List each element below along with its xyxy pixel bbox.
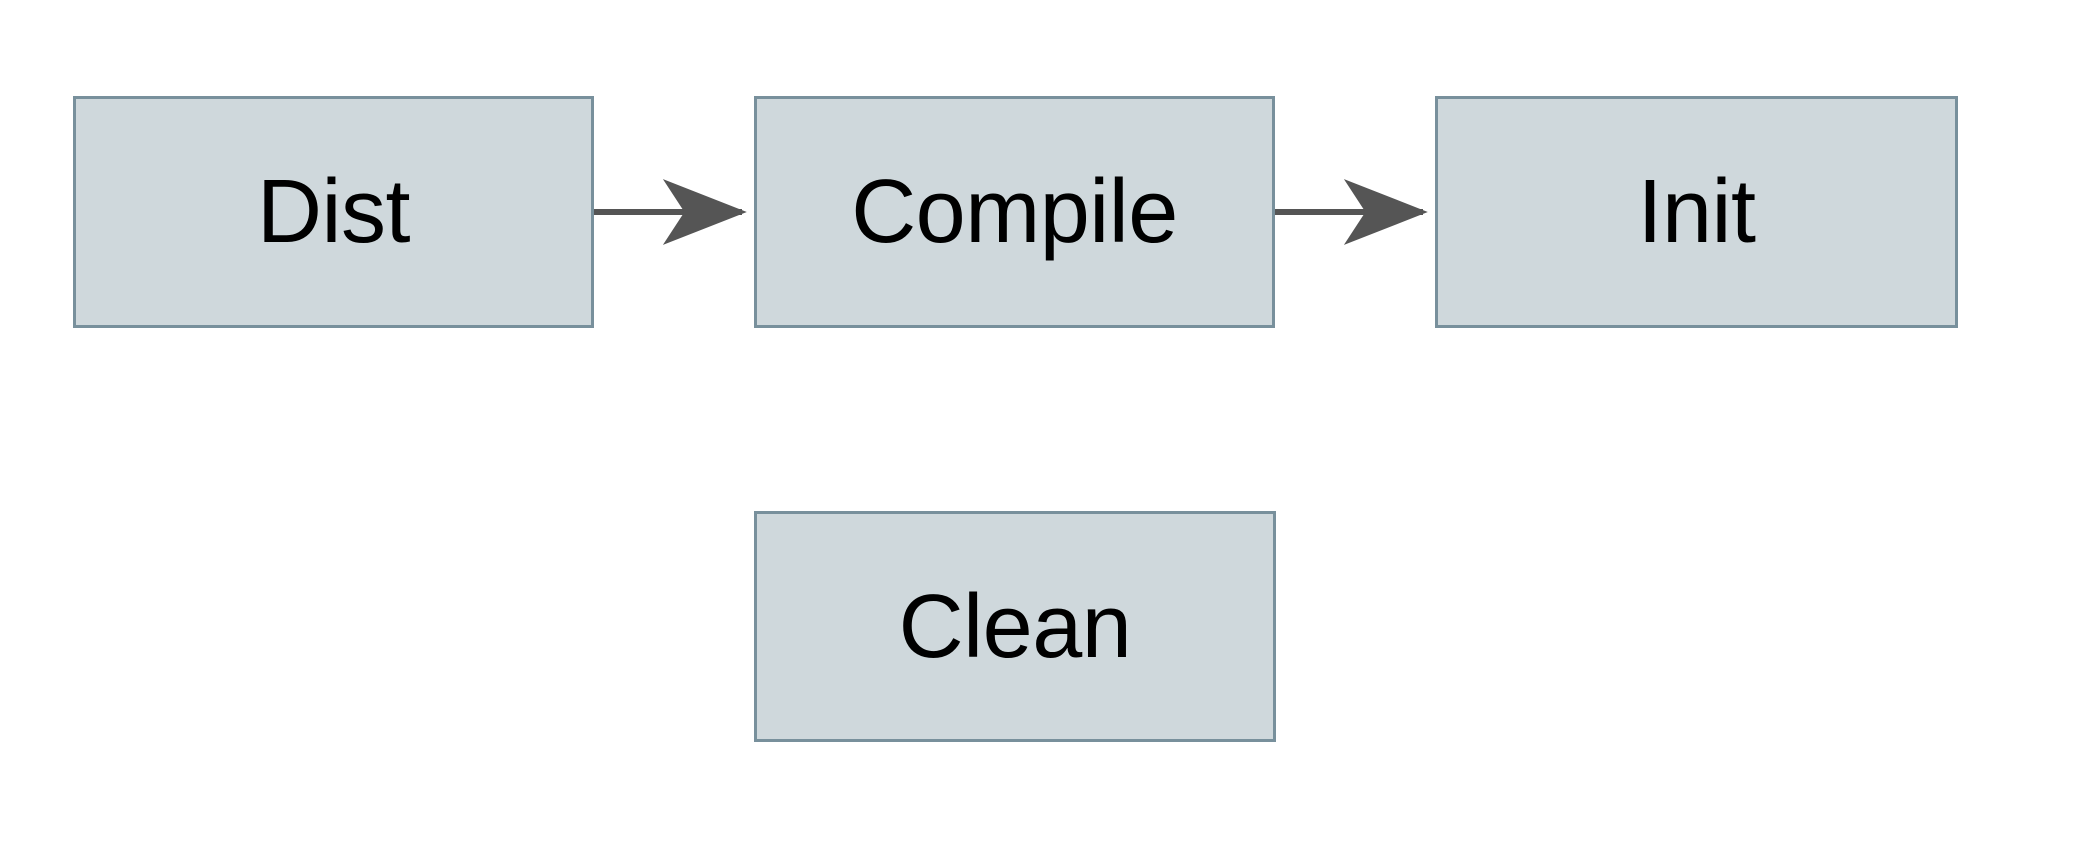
node-label-init: Init bbox=[1637, 162, 1756, 262]
node-init[interactable]: Init bbox=[1435, 96, 1958, 328]
node-dist[interactable]: Dist bbox=[73, 96, 594, 328]
node-clean[interactable]: Clean bbox=[754, 511, 1276, 742]
node-label-compile: Compile bbox=[851, 162, 1178, 262]
node-compile[interactable]: Compile bbox=[754, 96, 1275, 328]
node-label-dist: Dist bbox=[257, 162, 411, 262]
node-label-clean: Clean bbox=[898, 576, 1132, 677]
